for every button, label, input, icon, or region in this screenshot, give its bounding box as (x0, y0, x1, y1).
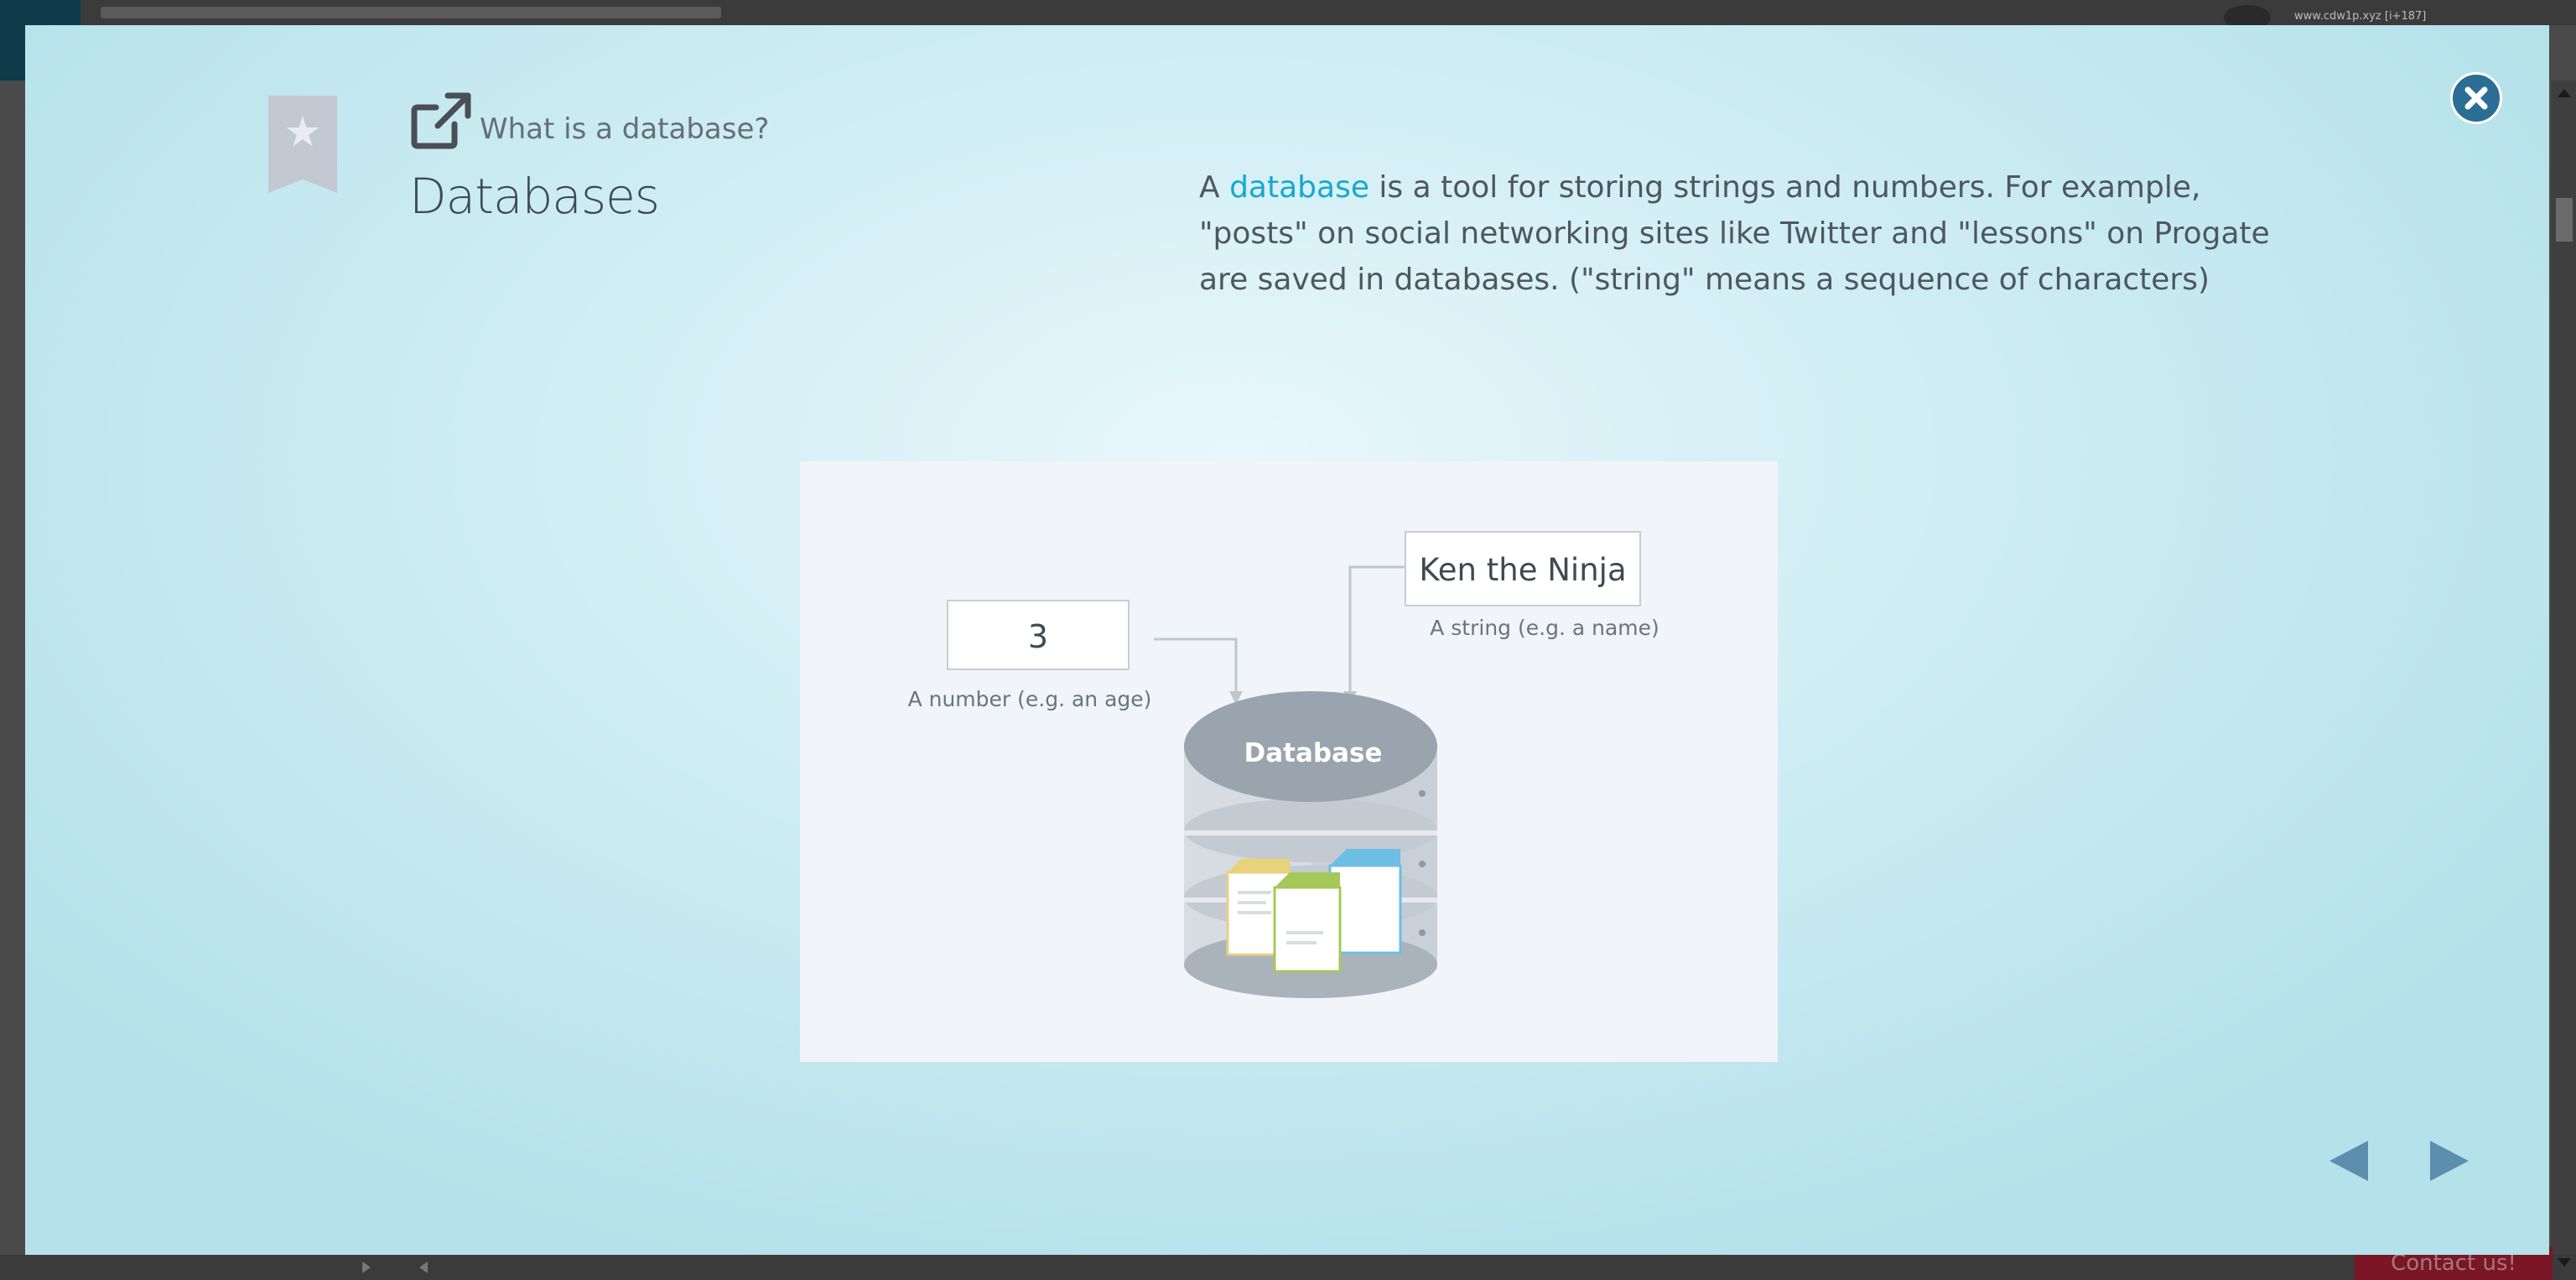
slide-description: A database is a tool for storing strings… (1199, 164, 2306, 303)
description-body: is a tool for storing strings and number… (1199, 170, 2270, 297)
string-value: Ken the Ninja (1419, 552, 1626, 588)
slide-subtitle: What is a database? (480, 112, 770, 146)
document-green-icon (1273, 872, 1342, 973)
background-scrollbar (2551, 81, 2576, 1255)
external-link-icon[interactable] (411, 92, 471, 149)
scroll-up-arrow-icon (2558, 89, 2571, 97)
footer-left-arrow-icon (419, 1262, 428, 1273)
background-footer (0, 1255, 2576, 1280)
number-caption: A number (e.g. an age) (908, 687, 1152, 711)
background-url-text: www.cdw1p.xyz [i+187] (2294, 10, 2427, 23)
database-illustration: 3 A number (e.g. an age) Ken the Ninja A… (800, 461, 1778, 1062)
scroll-down-arrow-icon (2558, 1258, 2571, 1267)
slide-title: Databases (409, 168, 660, 225)
number-value: 3 (1028, 618, 1048, 655)
prev-arrow-icon[interactable] (2329, 1141, 2368, 1181)
next-arrow-icon[interactable] (2430, 1141, 2469, 1181)
string-box (1405, 531, 1641, 606)
string-caption: A string (e.g. a name) (1430, 616, 1659, 640)
background-scroll-thumb (2556, 198, 2573, 242)
close-button[interactable] (2450, 72, 2502, 124)
number-connector-line (1154, 637, 1238, 695)
number-box (947, 600, 1130, 670)
number-connector-arrow (1229, 691, 1243, 705)
database-label: Database (1244, 738, 1383, 768)
close-icon (2464, 86, 2488, 110)
background-search-bar (101, 7, 721, 18)
bookmark-star-icon (286, 116, 319, 147)
description-prefix: A (1199, 170, 1230, 205)
database-cylinder-icon (1184, 691, 1437, 998)
bookmark-button[interactable] (268, 96, 337, 193)
keyword-database: database (1229, 170, 1369, 205)
footer-right-arrow-icon (362, 1262, 371, 1273)
slide-modal: What is a database? Databases A database… (25, 25, 2549, 1255)
